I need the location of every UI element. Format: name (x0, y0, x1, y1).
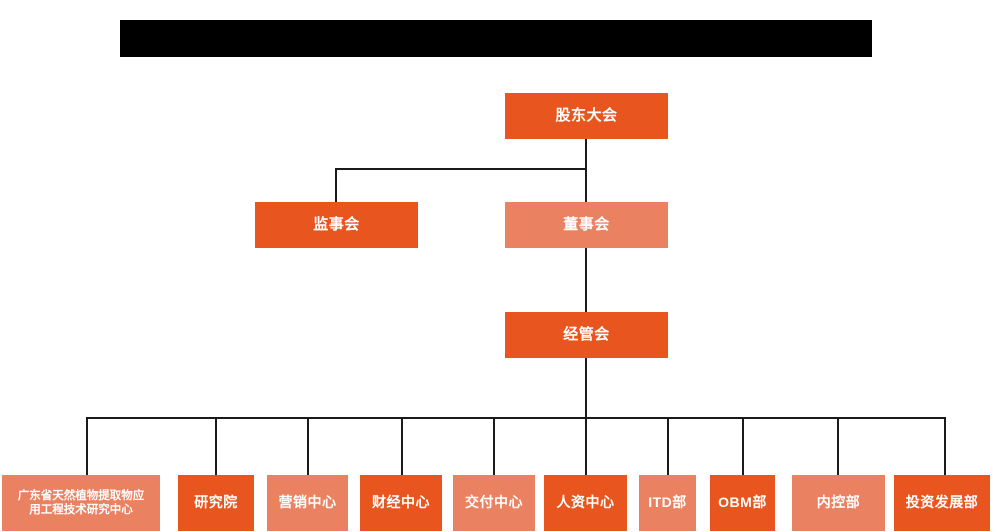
org-node-gd-engineering-research-center[interactable]: 广东省天然植物提取物应 用工程技术研究中心 (2, 475, 160, 531)
connector-level2-bus (335, 168, 587, 170)
org-node-label: 交付中心 (465, 494, 523, 511)
connector-drop-obm-department (742, 417, 744, 475)
org-node-investment-development-department[interactable]: 投资发展部 (894, 475, 990, 531)
org-node-management-committee[interactable]: 经管会 (505, 312, 668, 358)
org-node-label: 研究院 (194, 494, 238, 511)
connector-shareholders-stem (585, 139, 587, 202)
org-node-label: OBM部 (718, 494, 767, 511)
org-node-label: 财经中心 (372, 494, 430, 511)
org-node-research-institute[interactable]: 研究院 (178, 475, 254, 531)
connector-drop-research-institute (215, 417, 217, 475)
connector-drop-hr-center (585, 417, 587, 475)
org-node-label: 广东省天然植物提取物应 用工程技术研究中心 (17, 489, 145, 516)
connector-management-stem (585, 358, 587, 418)
org-node-obm-department[interactable]: OBM部 (710, 475, 775, 531)
org-node-board-of-supervisors[interactable]: 监事会 (255, 202, 418, 248)
org-node-label: 营销中心 (278, 494, 337, 511)
org-node-label: 经管会 (563, 325, 610, 343)
org-node-label: 股东大会 (555, 106, 618, 124)
connector-drop-delivery-center (493, 417, 495, 475)
redacted-title-banner (120, 20, 872, 57)
org-node-label: 董事会 (563, 215, 610, 233)
org-node-shareholders-meeting[interactable]: 股东大会 (505, 93, 668, 139)
connector-drop-finance-center (401, 417, 403, 475)
org-node-label: 人资中心 (556, 494, 615, 511)
org-node-label: ITD部 (648, 494, 687, 511)
org-node-hr-center[interactable]: 人资中心 (544, 475, 627, 531)
connector-directors-to-management (585, 241, 587, 312)
connector-drop-marketing-center (307, 417, 309, 475)
org-node-delivery-center[interactable]: 交付中心 (453, 475, 535, 531)
org-node-internal-control-department[interactable]: 内控部 (792, 475, 885, 531)
connector-supervisors-drop (335, 168, 337, 202)
org-node-marketing-center[interactable]: 营销中心 (267, 475, 348, 531)
connector-drop-investment-development (944, 417, 946, 475)
connector-drop-gd-research-center (86, 417, 88, 475)
org-node-board-of-directors[interactable]: 董事会 (505, 202, 668, 248)
org-node-label: 内控部 (816, 494, 861, 511)
org-node-label: 监事会 (313, 215, 360, 233)
org-node-label: 投资发展部 (905, 494, 979, 511)
org-node-itd-department[interactable]: ITD部 (639, 475, 696, 531)
connector-drop-internal-control (837, 417, 839, 475)
connector-drop-itd-department (667, 417, 669, 475)
org-node-finance-center[interactable]: 财经中心 (360, 475, 442, 531)
connector-departments-bus (86, 417, 945, 419)
